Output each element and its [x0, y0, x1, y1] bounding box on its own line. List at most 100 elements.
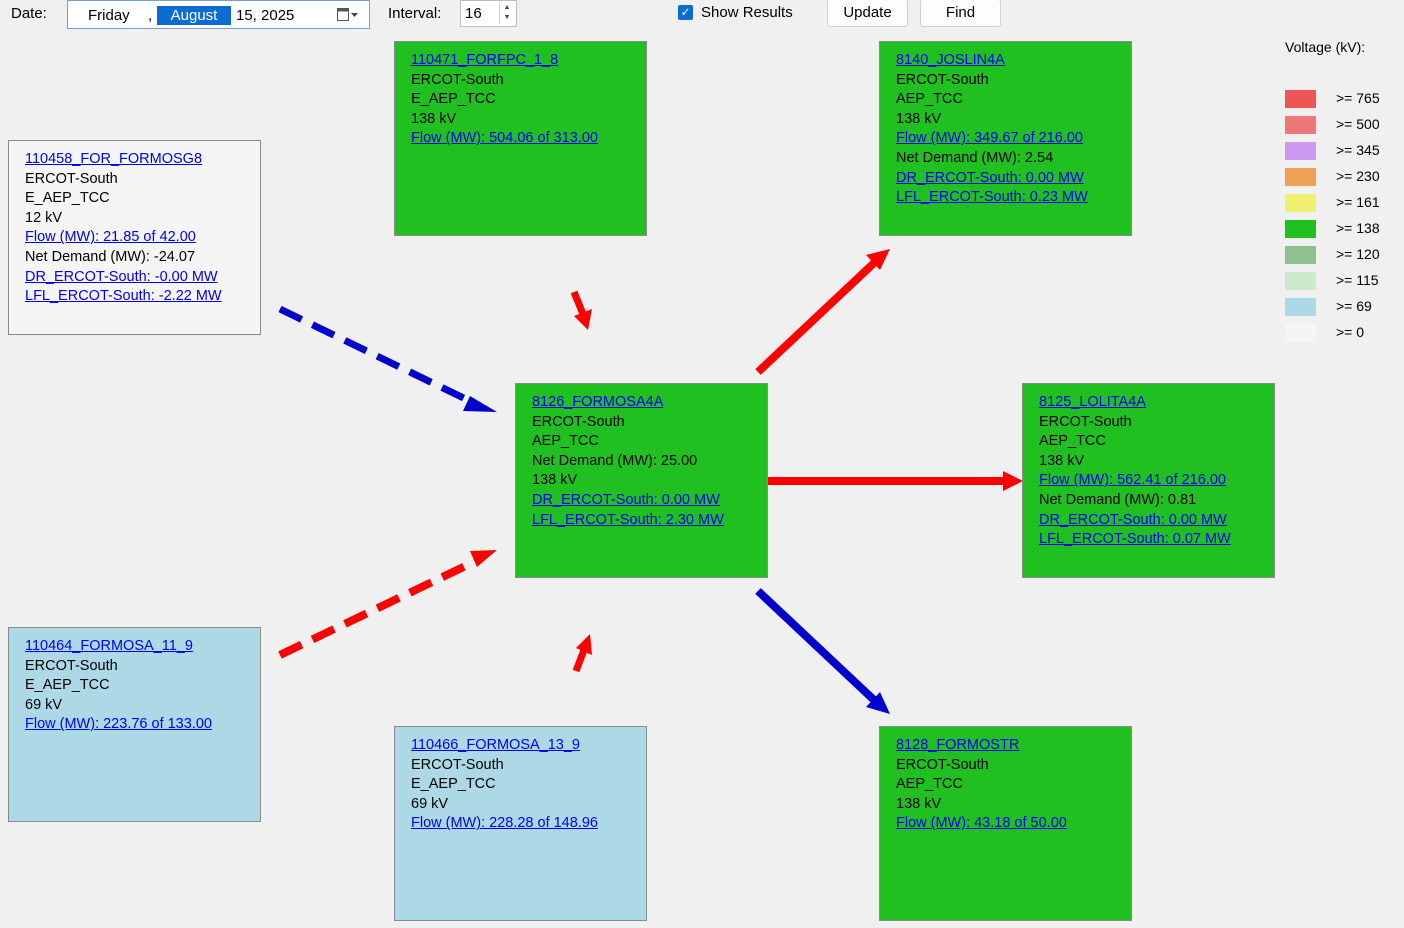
legend-swatch: [1285, 324, 1316, 342]
legend-swatch: [1285, 168, 1316, 186]
legend-swatch: [1285, 298, 1316, 316]
node-owner: AEP_TCC: [896, 91, 963, 108]
date-label: Date:: [11, 5, 47, 22]
legend-label: >= 500: [1336, 116, 1380, 132]
legend-swatch: [1285, 142, 1316, 160]
node-flow-link[interactable]: Flow (MW): 228.28 of 148.96: [411, 815, 598, 832]
node-name-link[interactable]: 8140_JOSLIN4A: [896, 52, 1005, 68]
update-button[interactable]: Update: [827, 0, 908, 27]
node-owner: E_AEP_TCC: [411, 776, 496, 793]
node-flow-link[interactable]: Flow (MW): 21.85 of 42.00: [25, 229, 196, 246]
legend-label: >= 230: [1336, 168, 1380, 184]
legend-title: Voltage (kV):: [1285, 39, 1366, 55]
legend-label: >= 345: [1336, 142, 1380, 158]
node-name-link[interactable]: 110466_FORMOSA_13_9: [411, 737, 581, 753]
legend-swatch: [1285, 194, 1316, 212]
show-results-checkbox[interactable]: ✓ Show Results: [678, 4, 793, 21]
legend-label: >= 0: [1336, 324, 1365, 340]
node-110458: 110458_FOR_FORMOSG8 ERCOT-South E_AEP_TC…: [8, 140, 261, 335]
node-dr-link[interactable]: DR_ERCOT-South: 0.00 MW: [532, 491, 720, 508]
node-lfl-link[interactable]: LFL_ERCOT-South: 0.07 MW: [1039, 531, 1231, 548]
node-region: ERCOT-South: [532, 413, 625, 430]
flow-arrow-110466: [572, 648, 588, 673]
interval-stepper[interactable]: 16 ▲ ▼: [460, 0, 517, 27]
interval-spin-buttons[interactable]: ▲ ▼: [499, 3, 514, 24]
legend-label: >= 115: [1336, 272, 1379, 288]
arrowhead-110466: [576, 634, 592, 655]
flow-arrow-8140: [755, 260, 877, 375]
node-name-link[interactable]: 110464_FORMOSA_11_9: [25, 638, 193, 654]
date-picker[interactable]: Friday , August 15, 2025: [67, 0, 370, 29]
node-kv: 138 kV: [411, 110, 457, 127]
node-region: ERCOT-South: [25, 170, 118, 187]
legend-label: >= 161: [1336, 194, 1380, 210]
spin-down-icon[interactable]: ▼: [503, 14, 511, 21]
node-region: ERCOT-South: [896, 756, 989, 773]
arrowhead-8125: [1003, 471, 1023, 491]
show-results-label: Show Results: [701, 4, 793, 21]
node-net-demand: Net Demand (MW): 25.00: [532, 452, 698, 469]
node-owner: E_AEP_TCC: [25, 677, 110, 694]
date-day-year[interactable]: 15, 2025: [236, 7, 295, 24]
node-kv: 138 kV: [896, 110, 942, 127]
flow-arrow-8128: [755, 588, 877, 703]
node-region: ERCOT-South: [1039, 413, 1132, 430]
node-kv: 69 kV: [25, 696, 63, 713]
date-day-of-week[interactable]: Friday: [88, 7, 130, 24]
node-owner: AEP_TCC: [532, 433, 599, 450]
node-region: ERCOT-South: [25, 657, 118, 674]
node-dr-link[interactable]: DR_ERCOT-South: 0.00 MW: [896, 169, 1084, 186]
node-flow-link[interactable]: Flow (MW): 504.06 of 313.00: [411, 130, 598, 147]
node-110466: 110466_FORMOSA_13_9 ERCOT-South E_AEP_TC…: [394, 726, 647, 921]
node-owner: AEP_TCC: [1039, 433, 1106, 450]
find-button[interactable]: Find: [920, 0, 1001, 27]
node-name-link[interactable]: 8126_FORMOSA4A: [532, 394, 664, 410]
node-lfl-link[interactable]: LFL_ERCOT-South: -2.22 MW: [25, 288, 222, 305]
checkmark-icon[interactable]: ✓: [678, 5, 693, 20]
node-region: ERCOT-South: [896, 71, 989, 88]
node-kv: 138 kV: [896, 795, 942, 812]
node-flow-link[interactable]: Flow (MW): 562.41 of 216.00: [1039, 472, 1226, 489]
node-net-demand: Net Demand (MW): 0.81: [1039, 491, 1197, 508]
node-kv: 138 kV: [1039, 452, 1085, 469]
flow-arrow-110458: [278, 305, 480, 409]
interval-value[interactable]: 16: [465, 5, 482, 22]
node-8125: 8125_LOLITA4A ERCOT-South AEP_TCC 138 kV…: [1022, 383, 1275, 578]
calendar-dropdown-icon[interactable]: [337, 8, 359, 23]
interval-label: Interval:: [388, 5, 442, 22]
node-owner: AEP_TCC: [896, 776, 963, 793]
arrowhead-110458: [463, 396, 497, 412]
node-8140: 8140_JOSLIN4A ERCOT-South AEP_TCC 138 kV…: [879, 41, 1132, 236]
node-flow-link[interactable]: Flow (MW): 43.18 of 50.00: [896, 815, 1067, 832]
flow-arrow-110471: [570, 290, 587, 316]
node-dr-link[interactable]: DR_ERCOT-South: 0.00 MW: [1039, 511, 1227, 528]
date-month[interactable]: August: [157, 6, 231, 25]
node-name-link[interactable]: 110471_FORFPC_1_8: [411, 52, 559, 68]
node-110471: 110471_FORFPC_1_8 ERCOT-South E_AEP_TCC …: [394, 41, 647, 236]
legend-swatch: [1285, 116, 1316, 134]
node-name-link[interactable]: 8128_FORMOSTR: [896, 737, 1020, 753]
arrowhead-110464: [470, 550, 497, 567]
legend-swatch: [1285, 246, 1316, 264]
node-net-demand: Net Demand (MW): -24.07: [25, 248, 196, 265]
node-kv: 12 kV: [25, 209, 63, 226]
node-region: ERCOT-South: [411, 71, 504, 88]
node-flow-link[interactable]: Flow (MW): 349.67 of 216.00: [896, 130, 1083, 147]
node-dr-link[interactable]: DR_ERCOT-South: -0.00 MW: [25, 268, 218, 285]
legend-label: >= 120: [1336, 246, 1380, 262]
arrowhead-8140: [866, 249, 890, 270]
node-name-link[interactable]: 110458_FOR_FORMOSG8: [25, 151, 203, 167]
node-lfl-link[interactable]: LFL_ERCOT-South: 0.23 MW: [896, 189, 1088, 206]
date-comma: ,: [148, 7, 153, 24]
spin-up-icon[interactable]: ▲: [503, 4, 511, 11]
node-net-demand: Net Demand (MW): 2.54: [896, 149, 1054, 166]
node-8126: 8126_FORMOSA4A ERCOT-South AEP_TCC Net D…: [515, 383, 768, 578]
legend-swatch: [1285, 220, 1316, 238]
legend-swatch: [1285, 90, 1316, 108]
node-lfl-link[interactable]: LFL_ERCOT-South: 2.30 MW: [532, 511, 724, 528]
node-name-link[interactable]: 8125_LOLITA4A: [1039, 394, 1146, 410]
legend-label: >= 138: [1336, 220, 1380, 236]
node-region: ERCOT-South: [411, 756, 504, 773]
node-flow-link[interactable]: Flow (MW): 223.76 of 133.00: [25, 716, 212, 733]
